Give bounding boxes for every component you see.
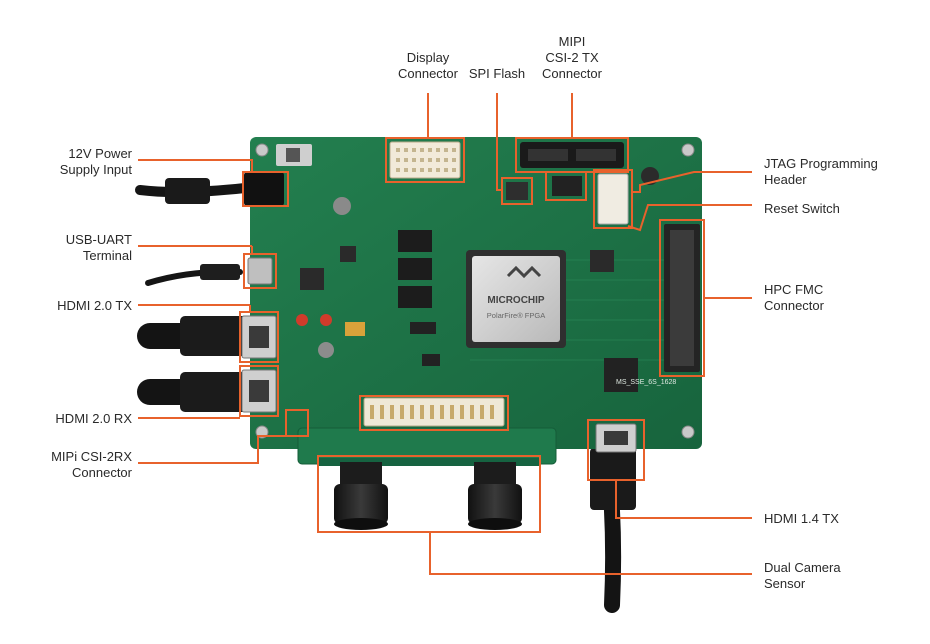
callout-hdmi-tx — [239, 311, 279, 363]
camera-board — [297, 427, 557, 466]
callout-jtag — [593, 169, 633, 229]
hdmi-14-port — [595, 423, 637, 453]
callout-hdmi-rx — [239, 365, 279, 417]
mipi-rx-connector-part — [363, 397, 505, 427]
label-hdmi20-tx: HDMI 2.0 TX — [57, 298, 132, 313]
label-hdmi20-rx: HDMI 2.0 RX — [55, 411, 132, 426]
usb-uart-connector — [247, 257, 273, 285]
callout-mipi-rx-connector — [359, 395, 509, 431]
callout-small-chip — [545, 171, 587, 201]
fpga-model: PolarFire® FPGA — [487, 311, 545, 320]
callouts — [138, 93, 752, 575]
hdmi-20-tx-port — [241, 315, 277, 359]
power-jack — [244, 144, 312, 206]
label-mipi-csi2-tx: MIPI CSI-2 TX Connector — [542, 34, 602, 81]
fmc-connector-part — [664, 224, 700, 372]
label-reset-switch: Reset Switch — [764, 201, 840, 216]
cables — [135, 178, 636, 613]
board-id-label: MS_SSE_6S_1628 — [616, 379, 676, 386]
label-hpc-fmc: HPC FMC Connector — [764, 282, 824, 313]
callout-display-connector — [385, 137, 465, 183]
label-spi-flash: SPI Flash — [468, 66, 526, 81]
label-mipi-csi2-rx: MIPi CSI-2RX Connector — [51, 449, 132, 480]
fpga-chip — [466, 250, 566, 348]
fpga-brand: MICROCHIP — [487, 295, 545, 306]
camera-lens-right — [468, 462, 522, 530]
callout-usb-uart — [243, 253, 277, 289]
callout-mipi-rx-small — [285, 409, 309, 437]
label-hdmi14-tx: HDMI 1.4 TX — [764, 511, 839, 526]
spi-flash-chip — [506, 182, 528, 200]
callout-power-jack — [242, 171, 289, 207]
label-usb-uart: USB-UART Terminal — [65, 232, 132, 263]
label-power-input: 12V Power Supply Input — [59, 146, 132, 177]
label-jtag-header: JTAG Programming Header — [764, 156, 878, 187]
mipi-tx-connector-part — [520, 142, 624, 168]
display-connector-part — [389, 141, 461, 179]
label-dual-camera: Dual Camera Sensor — [764, 560, 841, 591]
label-display-connector: Display Connector — [398, 50, 458, 81]
memory-chips — [398, 230, 432, 308]
hdmi-20-rx-port — [241, 369, 277, 413]
camera-lens-left — [334, 462, 388, 530]
misc-chips — [296, 167, 659, 392]
